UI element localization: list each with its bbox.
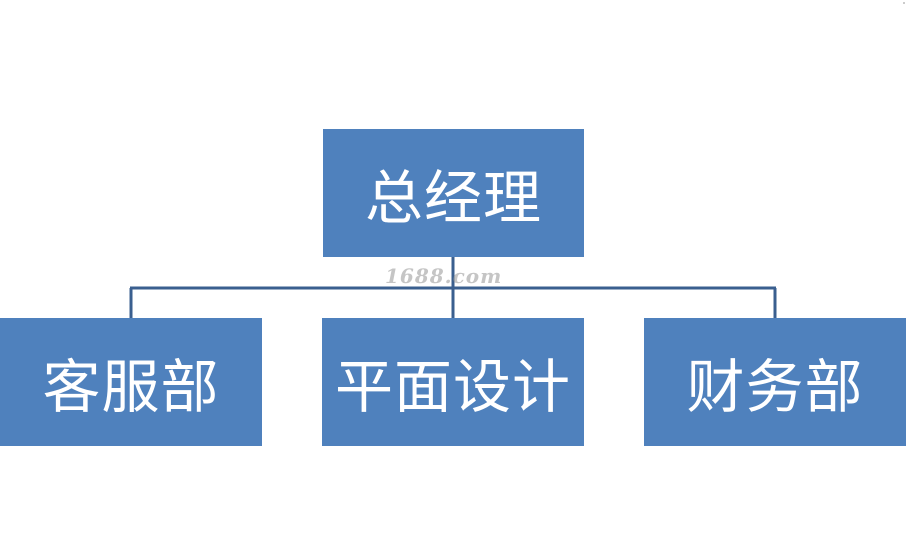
watermark-text: 1688.com	[385, 264, 503, 288]
node-general-manager: 总经理	[323, 129, 584, 257]
node-customer-service: 客服部	[0, 318, 262, 446]
node-finance: 财务部	[644, 318, 906, 446]
node-graphic-design: 平面设计	[322, 318, 584, 446]
node-label: 财务部	[686, 353, 864, 421]
node-label: 总经理	[364, 164, 542, 232]
node-label: 客服部	[42, 353, 220, 421]
node-label: 平面设计	[334, 353, 571, 421]
corner-dot	[903, 2, 905, 4]
